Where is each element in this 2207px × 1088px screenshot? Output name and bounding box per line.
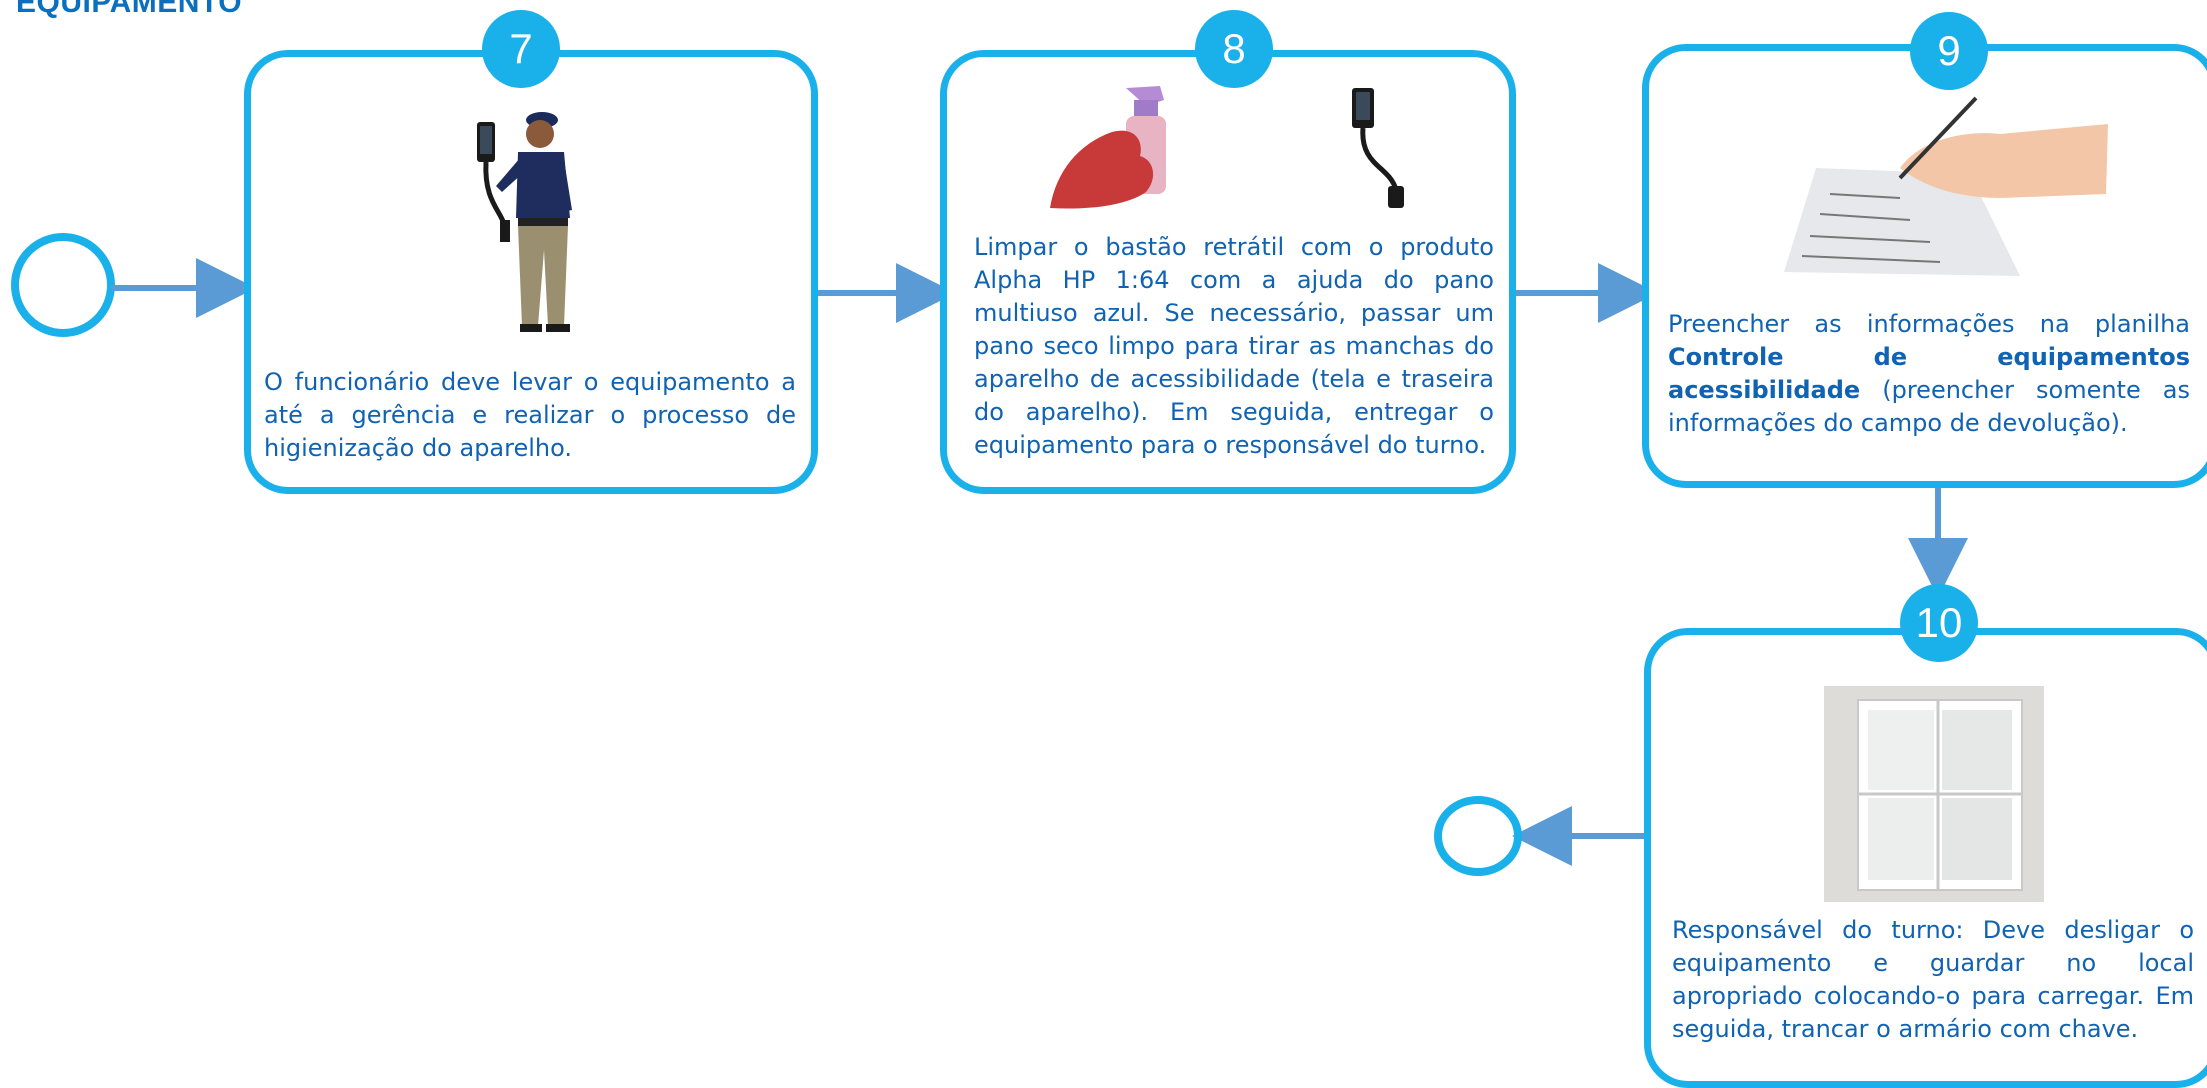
step-7-description: O funcionário deve levar o equipamento a…	[264, 366, 796, 465]
step-9-text-before: Preencher as informações na planilha	[1668, 310, 2190, 338]
cleaning-spray-and-device-image	[1048, 82, 1420, 217]
end-connector-circle	[1438, 800, 1518, 872]
step-8-description: Limpar o bastão retrátil com o produto A…	[974, 231, 1494, 462]
hand-writing-form-image	[1780, 94, 2110, 280]
employee-holding-device-image	[440, 100, 600, 355]
white-cabinet-image	[1824, 686, 2044, 902]
step-9-badge: 9	[1910, 12, 1988, 90]
step-10-badge: 10	[1900, 584, 1978, 662]
step-10-description: Responsável do turno: Deve desligar o eq…	[1672, 914, 2194, 1046]
step-7-badge: 7	[482, 10, 560, 88]
step-9-description: Preencher as informações na planilha Con…	[1668, 308, 2190, 440]
start-connector-circle	[15, 237, 111, 333]
step-8-badge: 8	[1195, 10, 1273, 88]
